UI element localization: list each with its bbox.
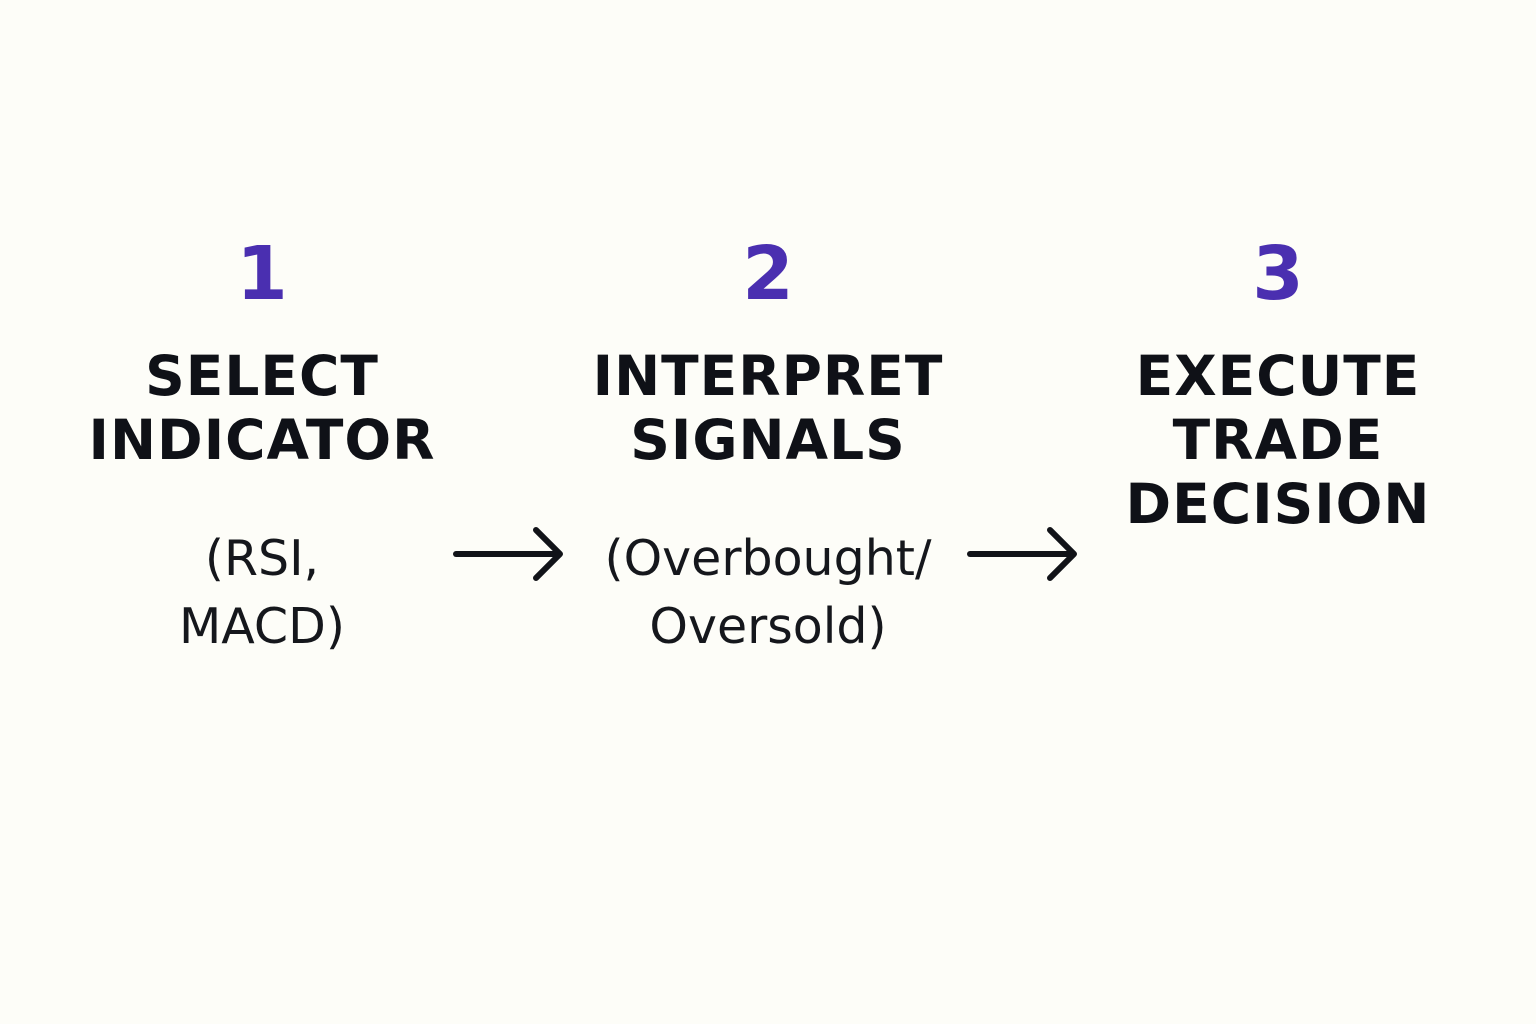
step-2-title-line-2: SIGNALS [630, 408, 906, 472]
step-1-title: SELECT INDICATOR [52, 344, 472, 472]
step-3-title: EXECUTE TRADE DECISION [1068, 344, 1488, 536]
step-3-number: 3 [1252, 231, 1304, 317]
step-2-desc-line-2: Oversold) [649, 598, 887, 655]
step-2-title: INTERPRET SIGNALS [558, 344, 978, 472]
step-2-description: (Overbought/ Oversold) [558, 525, 978, 661]
step-1-desc-line-1: (RSI, [204, 530, 320, 587]
step-1-title-line-1: SELECT [145, 344, 379, 408]
step-1-description: (RSI, MACD) [52, 525, 472, 661]
step-3: 3 EXECUTE TRADE DECISION [1068, 232, 1488, 536]
step-1-number: 1 [236, 231, 288, 317]
arrow-right-icon [967, 527, 1077, 581]
step-2-title-line-1: INTERPRET [592, 344, 944, 408]
step-3-title-line-2: TRADE [1172, 408, 1384, 472]
arrow-right-icon [453, 527, 563, 581]
step-1: 1 SELECT INDICATOR (RSI, MACD) [52, 232, 472, 661]
step-3-title-line-3: DECISION [1125, 472, 1431, 536]
step-1-title-line-2: INDICATOR [88, 408, 436, 472]
step-2: 2 INTERPRET SIGNALS (Overbought/ Oversol… [558, 232, 978, 661]
step-3-title-line-1: EXECUTE [1135, 344, 1421, 408]
step-1-desc-line-2: MACD) [179, 598, 345, 655]
step-2-number: 2 [742, 231, 794, 317]
step-2-desc-line-1: (Overbought/ [604, 530, 932, 587]
